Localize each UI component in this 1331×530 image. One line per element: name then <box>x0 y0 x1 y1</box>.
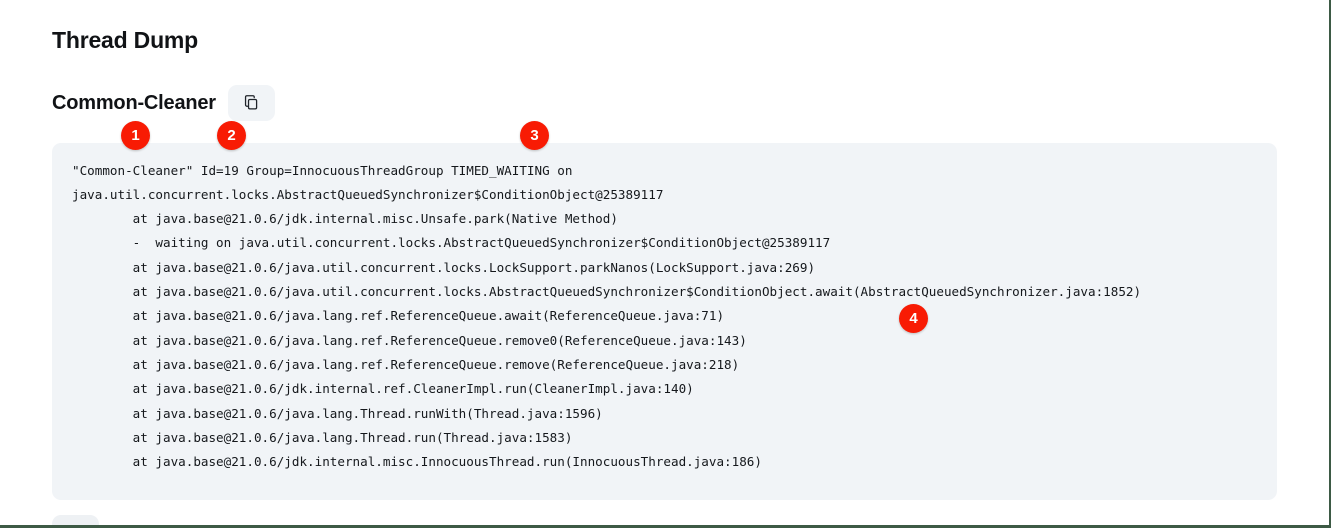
next-thread-section <box>52 515 99 525</box>
annotation-badge-3: 3 <box>520 120 549 150</box>
annotation-badge-1: 1 <box>121 120 150 150</box>
thread-header: Common-Cleaner <box>52 84 1277 121</box>
stack-trace-container: 1 2 3 4 "Common-Cleaner" Id=19 Group=Inn… <box>52 120 1277 501</box>
thread-name-heading: Common-Cleaner <box>52 91 216 114</box>
page-title: Thread Dump <box>52 27 199 53</box>
copy-icon <box>243 94 260 111</box>
annotation-badge-4: 4 <box>899 303 928 333</box>
next-copy-button[interactable] <box>52 515 99 525</box>
copy-thread-dump-button[interactable] <box>227 84 275 121</box>
stack-trace-text[interactable]: "Common-Cleaner" Id=19 Group=InnocuousTh… <box>52 142 1277 501</box>
annotation-badge-2: 2 <box>217 120 246 150</box>
page-content: Thread Dump Common-Cleaner 1 2 3 4 "Comm… <box>52 27 1277 501</box>
